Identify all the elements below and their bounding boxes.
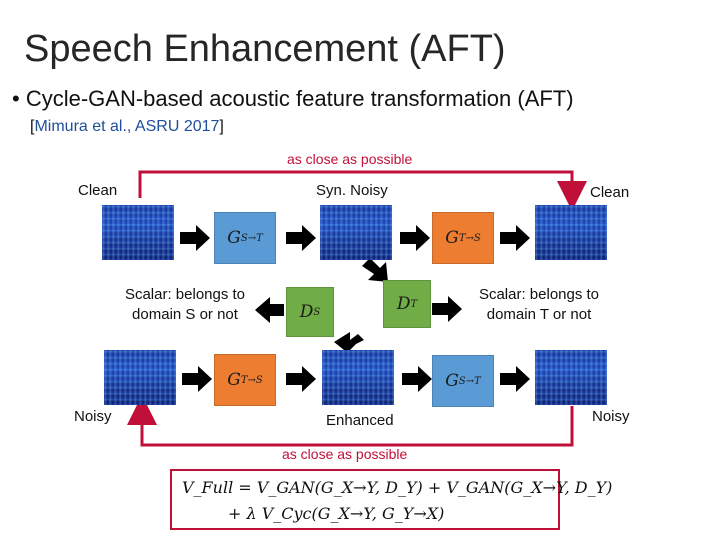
page-title: Speech Enhancement (AFT) [24, 28, 506, 70]
citation-text: Mimura et al., ASRU 2017 [34, 118, 220, 135]
arrow-to-dt [362, 258, 388, 282]
scalar-label-domain-t: Scalar: belongs to domain T or not [464, 286, 614, 323]
scalar-label-domain-s: Scalar: belongs to domain S or not [110, 286, 260, 323]
discriminator-s-subscript: S [313, 306, 321, 318]
citation-open-bracket: [ [30, 118, 35, 135]
arrow-bottom-4 [500, 366, 530, 392]
arrow-top-1 [180, 225, 210, 251]
generator-s-to-t-top-symbol: G [227, 228, 241, 248]
generator-s-to-t-bottom-subscript: S→T [458, 375, 481, 387]
arrow-bottom-3 [402, 366, 432, 392]
bottom-loop-label: as close as possible [282, 446, 408, 462]
generator-t-to-s-top-subscript: T→S [458, 232, 481, 244]
arrow-bottom-2 [286, 366, 316, 392]
scalar-label-domain-t-line1: Scalar: belongs to [478, 286, 600, 303]
formula-line-2: + λ V_Cyc(G_X→Y, G_Y→X) [228, 504, 445, 523]
spectrogram-syn-noisy [320, 205, 392, 260]
discriminator-s-symbol: D [299, 302, 314, 322]
label-noisy-left: Noisy [74, 408, 112, 425]
label-enhanced: Enhanced [326, 412, 394, 429]
formula-line-1: V_Full = V_GAN(G_X→Y, D_Y) + V_GAN(G_X→Y… [182, 478, 613, 497]
top-loop-label: as close as possible [287, 151, 413, 167]
generator-t-to-s-top-symbol: G [445, 228, 459, 248]
scalar-label-domain-s-line2: domain S or not [132, 306, 238, 323]
bullet-point: • Cycle-GAN-based acoustic feature trans… [12, 86, 574, 112]
arrow-top-3 [400, 225, 430, 251]
arrow-bottom-1 [182, 366, 212, 392]
spectrogram-clean-reconstructed [535, 205, 607, 260]
objective-formula: V_Full = V_GAN(G_X→Y, D_Y) + V_GAN(G_X→Y… [170, 469, 613, 530]
citation-close-bracket: ] [219, 118, 224, 135]
arrow-top-2 [286, 225, 316, 251]
spectrogram-noisy-input [104, 350, 176, 405]
citation: [Mimura et al., ASRU 2017] [30, 118, 224, 136]
label-syn-noisy: Syn. Noisy [316, 182, 388, 199]
discriminator-t-subscript: T [410, 298, 418, 310]
spectrogram-clean-input [102, 205, 174, 260]
scalar-label-domain-s-line1: Scalar: belongs to [124, 286, 246, 303]
generator-s-to-t-top-subscript: S→T [240, 232, 263, 244]
bullet-text: Cycle-GAN-based acoustic feature transfo… [25, 86, 574, 111]
arrow-top-4 [500, 225, 530, 251]
arrow-dt-to-scalar [432, 296, 462, 322]
generator-t-to-s-bottom-subscript: T→S [240, 374, 263, 386]
label-noisy-right: Noisy [592, 408, 630, 425]
scalar-label-domain-t-line2: domain T or not [486, 306, 592, 323]
discriminator-t-symbol: D [396, 294, 411, 314]
label-clean-left: Clean [78, 182, 118, 199]
spectrogram-enhanced [322, 350, 394, 405]
generator-s-to-t-bottom-symbol: G [445, 371, 459, 391]
spectrogram-noisy-reconstructed [535, 350, 607, 405]
bullet-glyph: • [12, 86, 20, 111]
generator-t-to-s-bottom-symbol: G [227, 370, 241, 390]
label-clean-right: Clean [590, 184, 630, 201]
